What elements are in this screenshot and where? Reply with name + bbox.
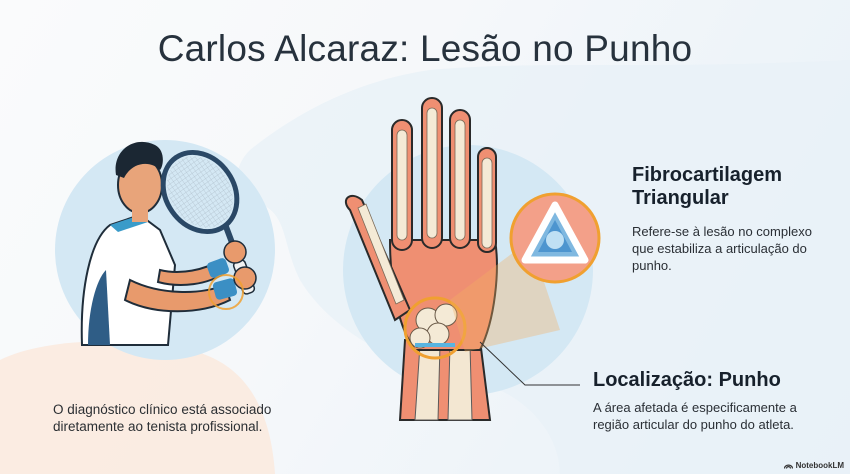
tennis-player-illustration	[55, 140, 275, 360]
callout-location-description: A área afetada é especificamente a regiã…	[593, 400, 797, 432]
callout-tfcc-description: Refere-se à lesão no complexo que estabi…	[632, 224, 812, 273]
page-title: Carlos Alcaraz: Lesão no Punho	[157, 28, 693, 69]
tfcc-zoom-detail	[509, 192, 601, 284]
callout-tfcc-heading: Fibrocartilagem Triangular	[632, 164, 783, 209]
hand-wrist-anatomy-illustration	[343, 97, 601, 421]
notebooklm-logo-icon	[783, 464, 793, 469]
notebooklm-badge: NotebookLM	[783, 461, 844, 470]
callout-location-heading: Localização: Punho	[593, 369, 781, 391]
player-caption: O diagnóstico clínico está associado dir…	[53, 402, 272, 434]
